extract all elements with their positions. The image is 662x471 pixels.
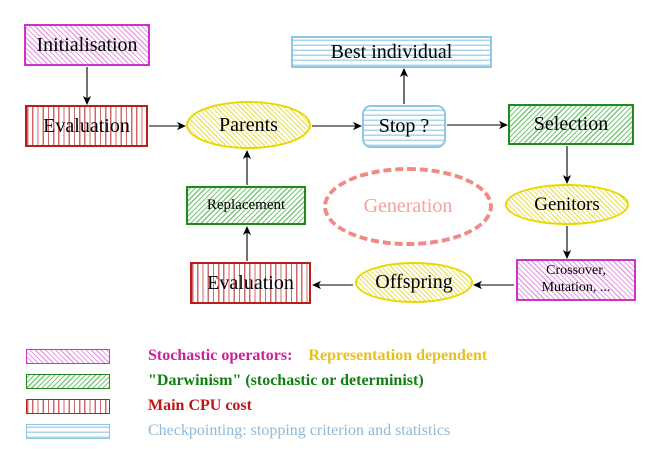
node-stop-label: Stop ?	[378, 115, 430, 137]
legend-row: Stochastic operators: Representation dep…	[26, 345, 487, 367]
legend-row: Main CPU cost	[26, 395, 252, 417]
node-replacement[interactable]: Replacement	[186, 186, 306, 225]
node-evaluation-bottom-label: Evaluation	[207, 271, 294, 294]
node-selection[interactable]: Selection	[508, 104, 634, 145]
legend-label-checkpointing: Checkpointing: stopping criterion and st…	[148, 422, 451, 439]
node-initialisation-label: Initialisation	[36, 33, 138, 56]
node-evaluation-bottom[interactable]: Evaluation	[190, 262, 311, 304]
legend-swatch-green-hatch	[26, 373, 110, 389]
node-offspring-label: Offspring	[375, 271, 453, 293]
legend-swatch-red-vertical	[26, 398, 110, 414]
legend-label-representation-dependent: Representation dependent	[308, 347, 488, 364]
legend: Stochastic operators: Representation dep…	[0, 340, 662, 460]
legend-row: "Darwinism" (stochastic or determinist)	[26, 370, 424, 392]
node-generation: Generation	[323, 167, 493, 246]
node-genitors-label: Genitors	[534, 193, 600, 215]
legend-swatch-magenta-hatch	[26, 348, 110, 364]
legend-label-main-cpu-cost: Main CPU cost	[148, 397, 252, 414]
node-evaluation-top-label: Evaluation	[43, 114, 130, 137]
legend-label-stochastic-operators: Stochastic operators:	[148, 347, 293, 364]
node-best-individual[interactable]: Best individual	[291, 36, 492, 68]
node-stop[interactable]: Stop ?	[362, 105, 446, 148]
node-genitors[interactable]: Genitors	[505, 184, 629, 225]
legend-label-darwinism: "Darwinism" (stochastic or determinist)	[148, 372, 424, 389]
node-parents-label: Parents	[219, 113, 278, 136]
node-crossover-mutation-label: Crossover, Mutation, ...	[541, 263, 611, 295]
node-generation-label: Generation	[363, 195, 453, 217]
node-initialisation[interactable]: Initialisation	[24, 24, 150, 66]
node-evaluation-top[interactable]: Evaluation	[25, 105, 148, 147]
legend-swatch-blue-horizontal	[26, 423, 110, 439]
node-crossover-mutation[interactable]: Crossover, Mutation, ...	[516, 259, 636, 301]
node-offspring[interactable]: Offspring	[355, 262, 473, 303]
legend-row: Checkpointing: stopping criterion and st…	[26, 420, 450, 442]
node-best-individual-label: Best individual	[330, 40, 453, 63]
node-parents[interactable]: Parents	[186, 101, 311, 149]
node-replacement-label: Replacement	[206, 196, 286, 213]
node-selection-label: Selection	[533, 113, 609, 135]
